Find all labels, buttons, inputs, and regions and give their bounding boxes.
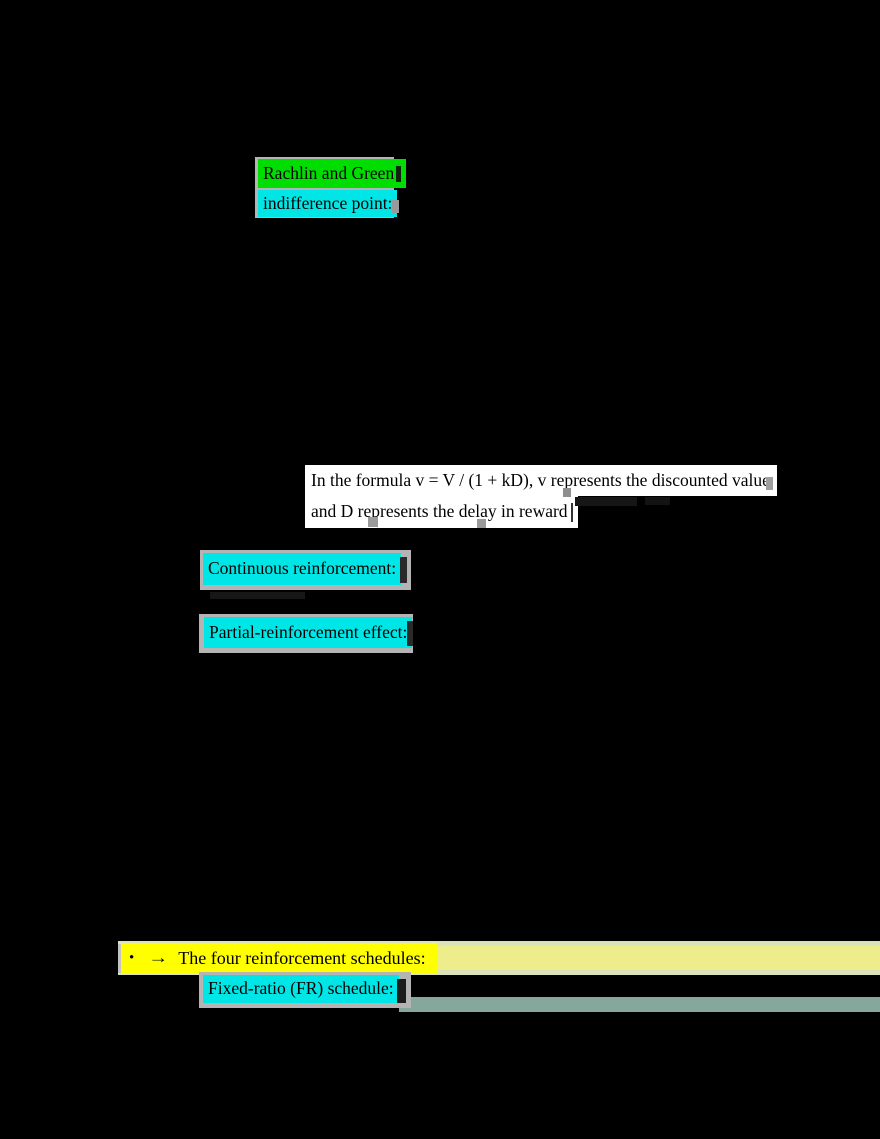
comment-anchor-icon [766, 477, 773, 490]
hidden-char-marker [400, 557, 407, 583]
hidden-char-marker [397, 979, 406, 1003]
comment-anchor-icon [477, 519, 486, 528]
comment-anchor-icon [368, 517, 378, 527]
schedules-text: The four reinforcement schedules: [178, 948, 426, 968]
bullet-line-schedules: • → The four reinforcement schedules: [121, 943, 438, 974]
partial-text: Partial-reinforcement effect: [209, 621, 408, 642]
cursor-marker [570, 502, 573, 522]
hidden-char-marker [407, 621, 413, 646]
faint-text-remnant [210, 592, 305, 599]
hidden-char-marker [396, 165, 402, 182]
indifference-text: indifference point: [263, 192, 393, 213]
formula-callout-line2: and D represents the delay in reward [305, 496, 578, 528]
highlight-run-partial: Partial-reinforcement effect: [204, 617, 413, 648]
arrow-right-icon: → [148, 948, 169, 968]
comment-anchor-icon [563, 488, 571, 497]
rachlin-text: Rachlin and Green [263, 162, 395, 183]
comment-anchor-icon [392, 200, 399, 213]
formula-line1-text: In the formula v = V / (1 + kD), v repre… [311, 470, 770, 490]
fixed-ratio-text: Fixed-ratio (FR) schedule: [208, 978, 394, 999]
bullet-icon: • [129, 950, 135, 966]
highlight-run-indifference: indifference point: [258, 190, 398, 217]
selection-sliver [118, 944, 121, 973]
highlight-run-rachlin: Rachlin and Green [258, 159, 407, 188]
faint-text-remnant [575, 497, 637, 506]
highlight-run-continuous: Continuous reinforcement: [203, 553, 402, 585]
continuous-text: Continuous reinforcement: [208, 558, 397, 579]
formula-callout-line1: In the formula v = V / (1 + kD), v repre… [305, 465, 777, 496]
formula-line2-text: and D represents the delay in reward [311, 501, 568, 522]
faint-text-remnant [645, 497, 670, 505]
highlight-run-fixed-ratio: Fixed-ratio (FR) schedule: [203, 975, 399, 1003]
paragraph-highlight-band-sage [399, 997, 880, 1012]
